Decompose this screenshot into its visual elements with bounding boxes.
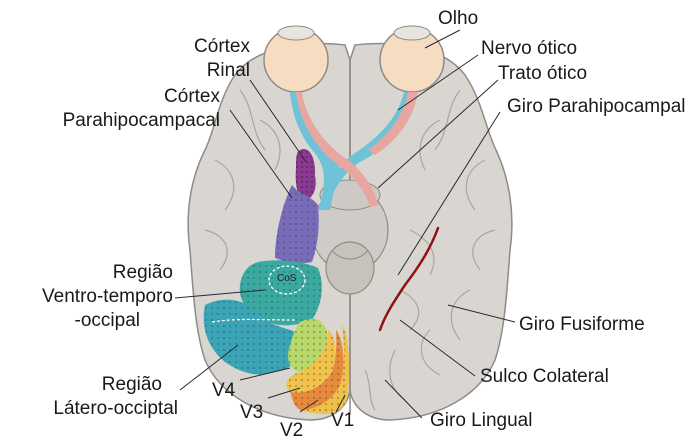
label-v4: V4 — [212, 380, 235, 402]
label-v1: V1 — [331, 410, 354, 432]
label-regiao-vto-1: Região — [10, 262, 173, 284]
label-cortex-rinal-1: Córtex — [140, 36, 250, 58]
label-trato-otico: Trato ótico — [498, 63, 587, 85]
left-eye — [264, 26, 328, 92]
label-cortex-rinal-2: Rinal — [140, 60, 250, 82]
label-cortex-parahip-2: Parahipocampacal — [40, 110, 220, 132]
label-nervo-otico: Nervo ótico — [481, 38, 577, 60]
label-v3: V3 — [240, 402, 263, 424]
label-v2: V2 — [280, 420, 303, 442]
label-giro-lingual: Giro Lingual — [430, 410, 532, 432]
label-regiao-lo-2: Látero-occiptal — [40, 398, 178, 420]
label-olho: Olho — [438, 8, 478, 30]
label-cos: CoS — [277, 273, 296, 285]
right-eye — [380, 26, 444, 92]
label-regiao-lo-1: Região — [40, 374, 162, 396]
label-regiao-vto-3: -occipal — [10, 310, 140, 332]
label-regiao-vto-2: Ventro-temporo — [10, 286, 173, 308]
label-giro-fusiforme: Giro Fusiforme — [519, 314, 645, 336]
label-cortex-parahip-1: Córtex — [40, 86, 220, 108]
label-sulco-colateral: Sulco Colateral — [480, 366, 609, 388]
label-giro-parahipocampal: Giro Parahipocampal — [507, 96, 685, 118]
